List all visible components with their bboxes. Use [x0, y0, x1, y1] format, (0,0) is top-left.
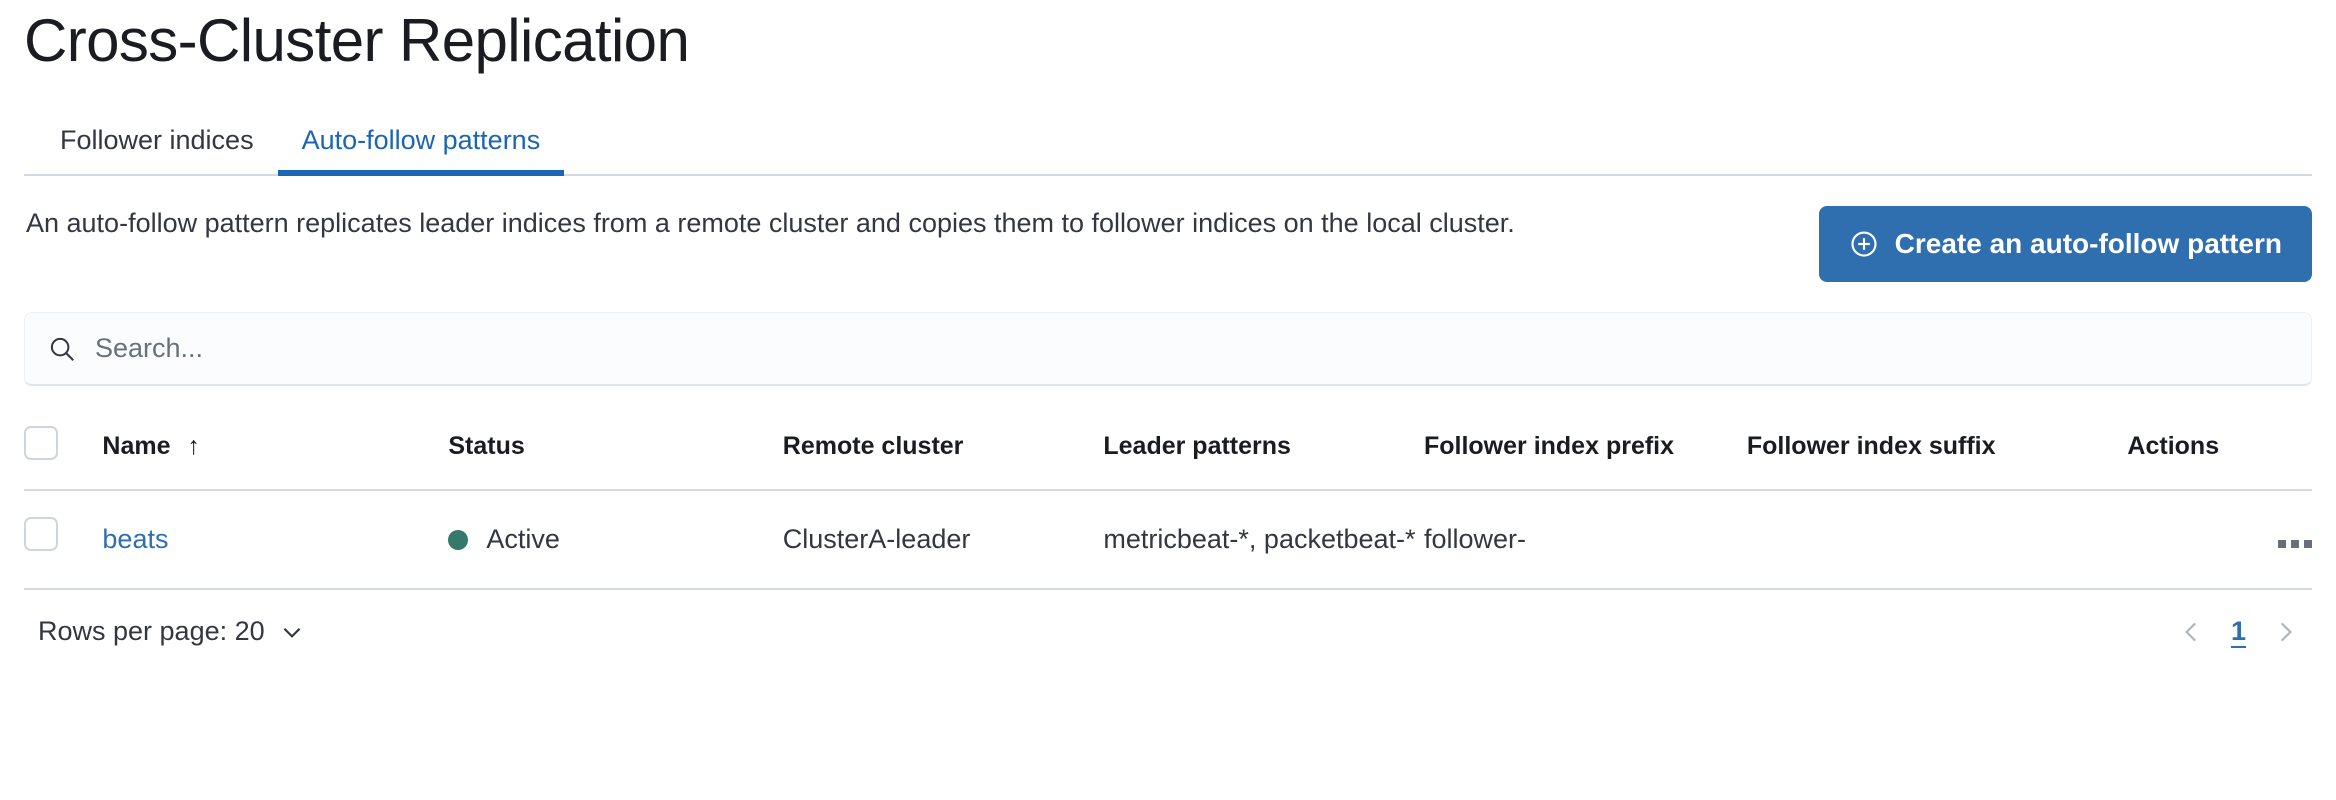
cell-actions — [2127, 490, 2312, 591]
cell-follower-index-suffix — [1746, 490, 2128, 591]
cell-leader-patterns: metricbeat-*, packetbeat-* — [1103, 490, 1424, 591]
sort-ascending-icon: ↑ — [187, 432, 200, 460]
table-footer: Rows per page: 20 1 — [24, 616, 2312, 647]
table-row: beats Active ClusterA-leader metricbeat-… — [24, 490, 2312, 591]
header-name-label: Name — [102, 432, 171, 460]
header-follower-index-suffix[interactable]: Follower index suffix — [1746, 412, 2128, 491]
status-dot-icon — [448, 529, 469, 550]
tab-auto-follow-patterns[interactable]: Auto-follow patterns — [277, 125, 565, 176]
tab-auto-follow-patterns-label: Auto-follow patterns — [301, 125, 541, 155]
search-input[interactable] — [95, 333, 2289, 364]
status-label: Active — [486, 524, 560, 554]
auto-follow-patterns-table: Name ↑ Status Remote cluster Leader patt… — [24, 412, 2312, 591]
header-leader-patterns-label: Leader patterns — [1103, 432, 1291, 460]
auto-follow-pattern-link[interactable]: beats — [102, 524, 169, 554]
cell-remote-cluster: ClusterA-leader — [782, 490, 1104, 591]
chevron-down-icon — [279, 619, 305, 645]
search-bar[interactable] — [24, 312, 2312, 386]
cell-follower-index-prefix: follower- — [1423, 490, 1747, 591]
tab-follower-indices[interactable]: Follower indices — [36, 127, 278, 174]
cell-status: Active — [448, 490, 783, 591]
header-actions: Actions — [2127, 412, 2312, 491]
page-title: Cross-Cluster Replication — [24, 7, 690, 74]
create-auto-follow-pattern-label: Create an auto-follow pattern — [1894, 228, 2282, 259]
select-all-checkbox[interactable] — [24, 426, 58, 460]
table-header: Name ↑ Status Remote cluster Leader patt… — [24, 412, 2312, 491]
tab-bar: Follower indices Auto-follow patterns — [24, 108, 2312, 176]
status-badge: Active — [448, 520, 782, 559]
header-remote-cluster[interactable]: Remote cluster — [782, 412, 1104, 491]
search-icon — [47, 334, 77, 364]
description-row: An auto-follow pattern replicates leader… — [24, 204, 2312, 282]
pagination: 1 — [2179, 616, 2298, 647]
header-follower-index-prefix-label: Follower index prefix — [1423, 432, 1675, 460]
header-actions-label: Actions — [2127, 432, 2220, 460]
rows-per-page-label: Rows per page: 20 — [38, 616, 265, 647]
create-auto-follow-pattern-button[interactable]: Create an auto-follow pattern — [1818, 206, 2312, 282]
plus-in-circle-icon — [1849, 229, 1879, 259]
table-body: beats Active ClusterA-leader metricbeat-… — [24, 490, 2312, 591]
row-select-cell — [24, 490, 103, 591]
header-status-label: Status — [448, 432, 525, 460]
page-description: An auto-follow pattern replicates leader… — [26, 208, 1515, 238]
header-follower-index-suffix-label: Follower index suffix — [1746, 432, 1996, 460]
pagination-previous-button[interactable] — [2179, 619, 2205, 645]
rows-per-page-selector[interactable]: Rows per page: 20 — [38, 616, 305, 647]
ellipsis-horizontal-icon[interactable] — [2278, 540, 2312, 548]
header-remote-cluster-label: Remote cluster — [782, 432, 964, 460]
header-select-all — [24, 412, 103, 491]
header-follower-index-prefix[interactable]: Follower index prefix — [1423, 412, 1747, 491]
header-leader-patterns[interactable]: Leader patterns — [1103, 412, 1424, 491]
tab-follower-indices-label: Follower indices — [60, 125, 254, 155]
header-status[interactable]: Status — [448, 412, 783, 491]
header-name[interactable]: Name ↑ — [102, 412, 449, 491]
pagination-page-1[interactable]: 1 — [2230, 616, 2246, 647]
pagination-next-button[interactable] — [2272, 619, 2298, 645]
table-header-row: Name ↑ Status Remote cluster Leader patt… — [24, 412, 2312, 491]
cell-name: beats — [102, 490, 449, 591]
row-checkbox[interactable] — [24, 517, 58, 551]
